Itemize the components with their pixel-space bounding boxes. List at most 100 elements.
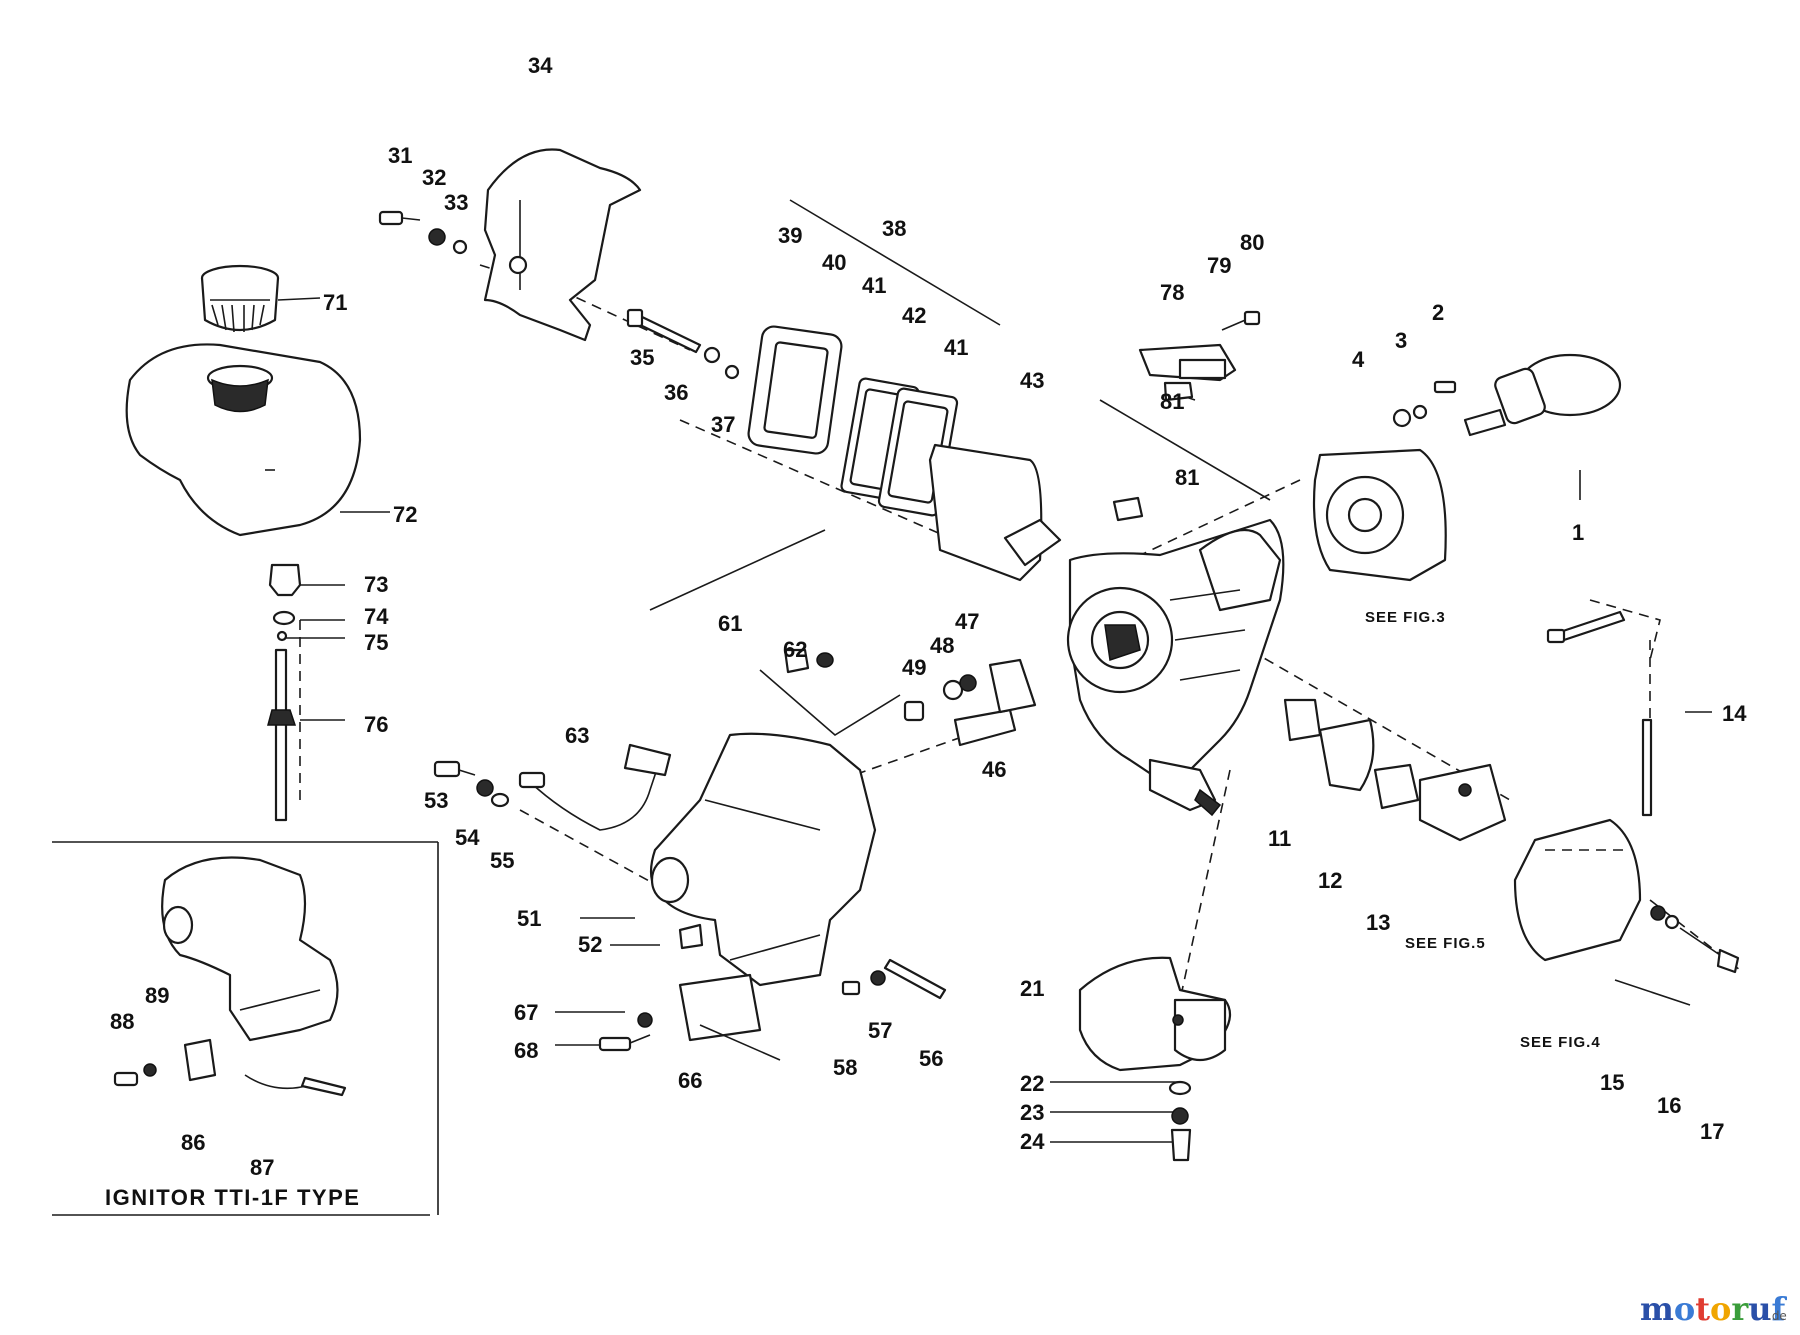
watermark-letter: o [1710, 1290, 1731, 1328]
air-cleaner [1513, 818, 1740, 974]
part-number-label: 66 [678, 1068, 702, 1093]
part-number-label: 1 [1572, 520, 1584, 545]
bolt-53-55 [433, 760, 510, 808]
bolt-56-58 [841, 958, 947, 1000]
part-number-label: 54 [455, 825, 480, 850]
part-number-label: 2 [1432, 300, 1444, 325]
part-number-label: 81 [1175, 465, 1199, 490]
part-number-label: 58 [833, 1055, 857, 1080]
part-number-label: 89 [145, 983, 169, 1008]
part-number-label: 73 [364, 572, 388, 597]
part-number-label: 76 [364, 712, 388, 737]
screw-set-31-33 [378, 210, 468, 255]
note-see-fig-4: SEE FIG.4 [1520, 1034, 1601, 1051]
bolt-67-68 [598, 1012, 653, 1052]
part-number-label: 87 [250, 1155, 274, 1180]
guard-plate [1078, 956, 1232, 1162]
watermark-text: motoruf [1640, 1290, 1787, 1328]
part-number-label: 55 [490, 848, 514, 873]
part-number-label: 4 [1352, 347, 1365, 372]
crankcase [1066, 518, 1285, 817]
part-number-label: 38 [882, 216, 906, 241]
part-number-label: 46 [982, 757, 1006, 782]
part-number-label: 88 [110, 1009, 134, 1034]
part-number-label: 41 [862, 273, 886, 298]
part-number-label: 21 [1020, 976, 1044, 1001]
spark-wire [518, 743, 672, 831]
fuel-cap [200, 264, 280, 333]
part-number-label: 34 [528, 53, 553, 78]
part-number-label: 79 [1207, 253, 1231, 278]
part-number-label: 71 [323, 290, 347, 315]
part-number-label: 3 [1395, 328, 1407, 353]
bolt-35-37 [626, 308, 740, 380]
part-number-label: 49 [902, 655, 926, 680]
watermark-letter: t [1695, 1290, 1710, 1328]
watermark-logo: motoruf .de [1640, 1290, 1787, 1328]
part-number-label: 24 [1020, 1129, 1045, 1154]
part-number-label: 80 [1240, 230, 1264, 255]
watermark-letter: u [1748, 1290, 1771, 1328]
part-number-label: 41 [944, 335, 968, 360]
part-number-label: 47 [955, 609, 979, 634]
watermark-letter: m [1640, 1290, 1674, 1328]
part-number-label: 63 [565, 723, 589, 748]
leader-lines [52, 199, 1741, 1216]
part-number-label: 56 [919, 1046, 943, 1071]
part-number-label: 40 [822, 250, 846, 275]
part-number-label: 67 [514, 1000, 538, 1025]
callout-lines [277, 297, 1712, 1143]
muffler-cover [483, 148, 642, 342]
part-number-label: 17 [1700, 1119, 1724, 1144]
part-number-label: 35 [630, 345, 654, 370]
part-number-label: 42 [902, 303, 926, 328]
bracket-78-81 [1112, 310, 1261, 522]
drive-shaft [903, 658, 1037, 747]
part-number-label: 22 [1020, 1071, 1044, 1096]
bolt-14 [1546, 610, 1653, 817]
part-number-label: 75 [364, 630, 388, 655]
fuel-tank [125, 343, 362, 537]
part-number-label: 57 [868, 1018, 892, 1043]
part-number-label: 68 [514, 1038, 538, 1063]
part-number-label: 33 [444, 190, 468, 215]
inset-caption: IGNITOR TTI-1F TYPE [105, 1185, 360, 1210]
fan-housing [649, 648, 877, 1061]
part-number-label: 62 [783, 637, 807, 662]
part-number-label: 36 [664, 380, 688, 405]
recoil-starter [1312, 353, 1622, 582]
part-number-label: 81 [1160, 389, 1184, 414]
part-number-label: 13 [1366, 910, 1390, 935]
note-see-fig-3: SEE FIG.3 [1365, 609, 1446, 626]
fuel-line [267, 563, 302, 822]
part-number-label: 39 [778, 223, 802, 248]
watermark-letter: o [1674, 1290, 1695, 1328]
part-number-label: 53 [424, 788, 448, 813]
part-number-label: 51 [517, 906, 541, 931]
part-number-label: 23 [1020, 1100, 1044, 1125]
watermark-letter: f [1771, 1290, 1787, 1328]
part-number-label: 16 [1657, 1093, 1681, 1118]
part-number-label: 74 [364, 604, 389, 629]
part-number-label: 15 [1600, 1070, 1624, 1095]
carburetor [1283, 698, 1507, 842]
part-number-label: 31 [388, 143, 412, 168]
part-number-label: 43 [1020, 368, 1044, 393]
part-number-label: 52 [578, 932, 602, 957]
watermark-suffix: .de [1768, 1309, 1787, 1323]
note-see-fig-5: SEE FIG.5 [1405, 935, 1486, 952]
part-number-label: 78 [1160, 280, 1184, 305]
muffler-assembly [747, 325, 1062, 582]
part-number-label: 61 [718, 611, 742, 636]
part-number-label: 86 [181, 1130, 205, 1155]
part-number-label: 12 [1318, 868, 1342, 893]
part-number-label: 48 [930, 633, 954, 658]
part-number-label: 14 [1722, 701, 1747, 726]
part-number-label: 11 [1268, 826, 1291, 851]
part-number-label: 37 [711, 412, 735, 437]
part-number-label: 72 [393, 502, 417, 527]
inset-ignitor [113, 856, 347, 1097]
